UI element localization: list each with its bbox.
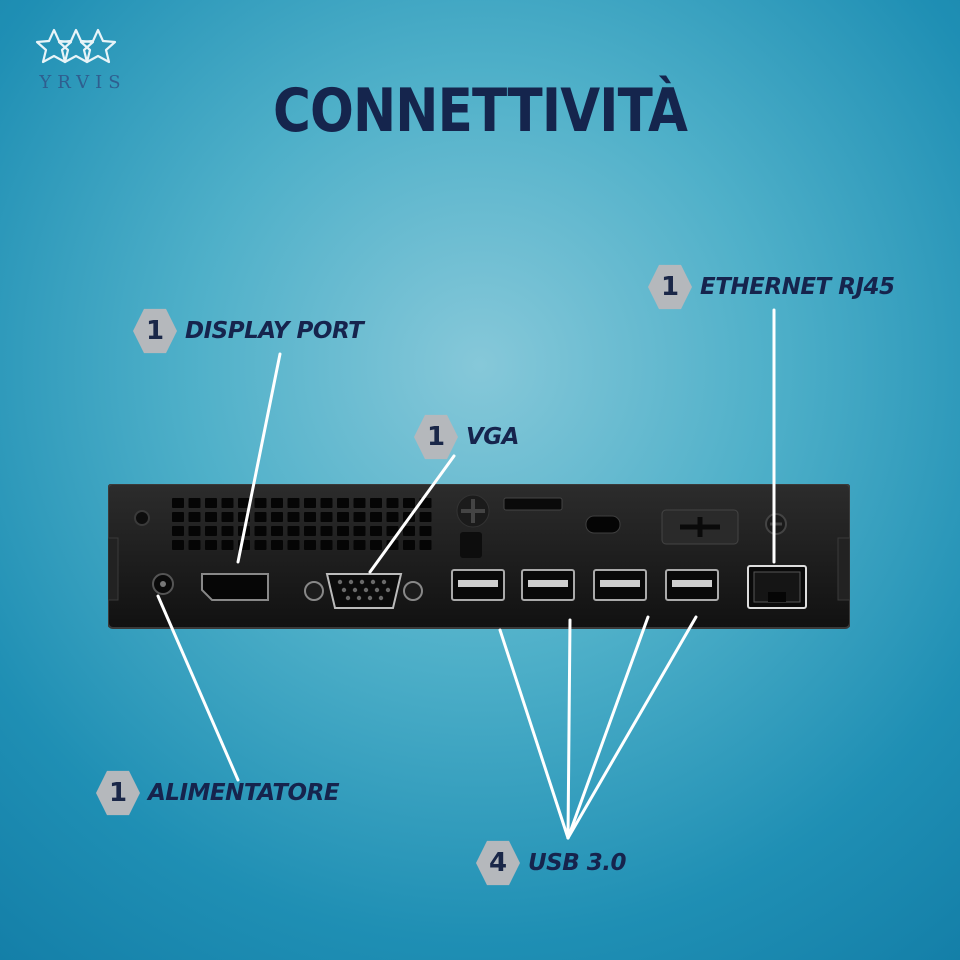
label-text: VGA	[466, 424, 519, 450]
label-text: ETHERNET RJ45	[700, 274, 895, 300]
label-usb: 4 USB 3.0	[476, 840, 627, 886]
label-text: DISPLAY PORT	[185, 318, 364, 344]
usb-port-tongue	[528, 580, 568, 587]
label-text: ALIMENTATORE	[148, 780, 340, 806]
line-power	[156, 594, 240, 782]
usb-port-tongue	[672, 580, 712, 587]
line-usb-1	[498, 628, 570, 840]
label-power: 1 ALIMENTATORE	[96, 770, 340, 816]
line-usb-2	[566, 618, 572, 840]
label-text: USB 3.0	[528, 850, 627, 876]
count-badge: 1	[648, 264, 692, 310]
page-title: CONNETTIVITÀ	[272, 76, 688, 146]
label-displayport: 1 DISPLAY PORT	[133, 308, 364, 354]
brand-logo-stars-icon	[35, 28, 117, 64]
label-ethernet: 1 ETHERNET RJ45	[648, 264, 895, 310]
label-vga: 1 VGA	[414, 414, 519, 460]
line-usb-4	[566, 615, 698, 840]
count-badge: 1	[133, 308, 177, 354]
usb-port-tongue	[600, 580, 640, 587]
usb-ports	[451, 569, 719, 601]
displayport-connector	[201, 573, 269, 601]
brand-logo-text: YRVIS	[39, 72, 127, 93]
count-badge: 1	[96, 770, 140, 816]
line-usb-3	[566, 615, 650, 840]
mini-pc-rear-panel	[108, 484, 850, 629]
chassis-button	[134, 510, 150, 526]
count-badge: 4	[476, 840, 520, 886]
vent-grid	[172, 498, 432, 550]
usb-port-tongue	[458, 580, 498, 587]
card-slot	[503, 497, 563, 511]
count-badge: 1	[414, 414, 458, 460]
line-displayport	[236, 352, 282, 564]
line-vga	[368, 454, 456, 574]
security-slot	[585, 515, 621, 534]
